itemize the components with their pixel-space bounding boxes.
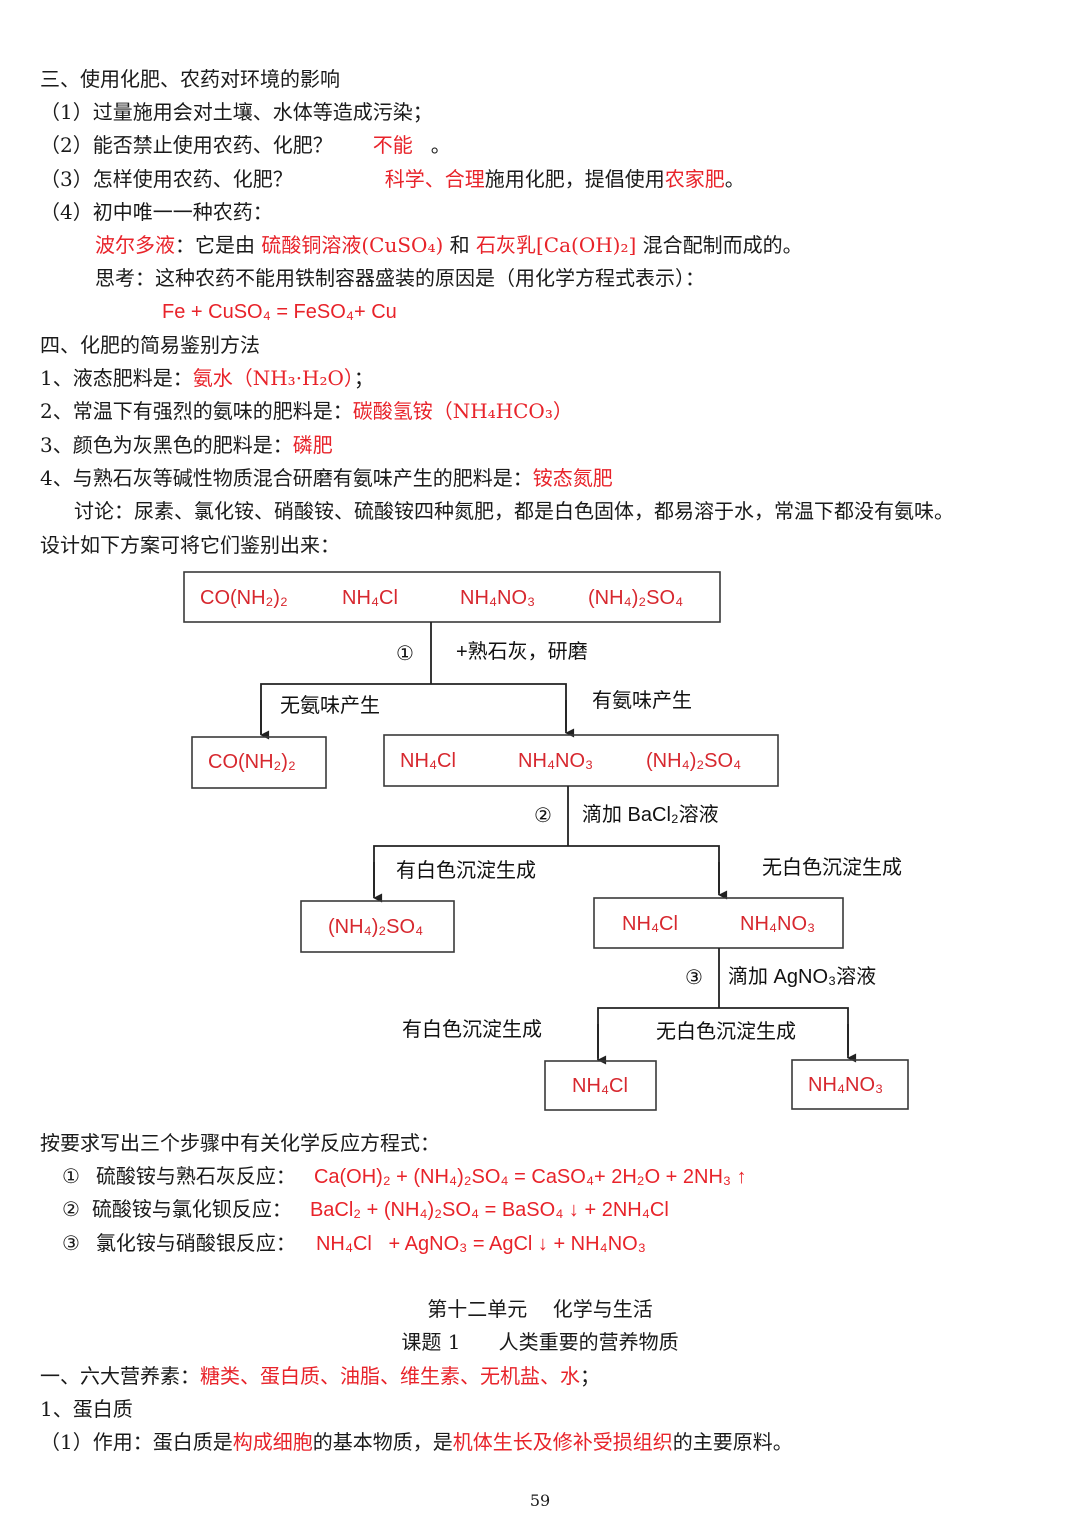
box-sulfate-label: (NH₄)₂SO₄ [328,916,423,938]
section4-item2: 2、常温下有强烈的氨味的肥料是：碳酸氢铵（NH₄HCO₃） [40,398,573,424]
role-answer-1: 构成细胞 [232,1430,313,1454]
reaction-1-label: 硫酸铵与熟石灰反应： [95,1164,296,1188]
mid-ammonium-nitrate: NH₄NO₃ [518,750,593,772]
reaction-3-number: ③ [62,1231,80,1255]
item3-label: 3、颜色为灰黑色的肥料是： [40,433,293,457]
nutrients-line: 一、六大营养素：糖类、蛋白质、油脂、维生素、无机盐、水； [40,1363,600,1389]
box-urea [191,736,327,789]
section4-heading: 四、化肥的简易鉴别方法 [40,333,260,357]
item1-label: 1、液态肥料是： [40,366,193,390]
item2-answer: 碳酸氢铵（NH₄HCO₃） [352,399,573,423]
reaction-3-equation: NH₄Cl + AgNO₃ = AgCl ↓ + NH₄NO₃ [315,1233,646,1255]
section3-q3: （3）怎样使用农药、化肥？ 科学、合理施用化肥，提倡使用农家肥。 [40,166,745,192]
nutrients-end: ； [580,1364,600,1388]
bordeaux-t1: ：它是由 [175,233,262,257]
nutrients-label: 一、六大营养素： [40,1364,200,1388]
label-no-white-ppt-1: 无白色沉淀生成 [762,856,902,879]
iron-copper-equation: Fe + CuSO₄ = FeSO₄+ Cu [162,301,397,323]
box-three-salts [383,734,779,787]
reaction-2-number: ② [62,1197,80,1221]
box-chloride-label: NH₄Cl [572,1075,628,1097]
box-sulfate [300,900,455,953]
q3-answer-2: 合理 [444,167,485,191]
think-question: 思考：这种农药不能用铁制容器盛装的原因是（用化学方程式表示）： [95,266,705,290]
top-ammonium-nitrate: NH₄NO₃ [460,587,535,609]
section3-q1: （1）过量施用会对土壤、水体等造成污染； [40,100,433,124]
pair-ammonium-nitrate: NH₄NO₃ [740,913,815,935]
reaction-2-label: 硫酸铵与氯化钡反应： [91,1197,292,1221]
role-answer-2: 机体生长及修补受损组织 [452,1430,673,1454]
top-ammonium-chloride: NH₄Cl [342,587,398,609]
protein-heading: 1、蛋白质 [40,1397,133,1421]
box-urea-label: CO(NH₂)₂ [208,751,296,773]
section4-item1: 1、液态肥料是：氨水（NH₃·H₂O）； [40,365,374,391]
box-chloride [544,1060,657,1111]
pair-ammonium-chloride: NH₄Cl [622,913,678,935]
box-nitrate-label: NH₄NO₃ [808,1074,883,1096]
bordeaux-component-1: 硫酸铜溶液(CuSO₄) [261,233,444,257]
step1-number: ① [396,643,414,665]
reaction-1-equation: Ca(OH)₂ + (NH₄)₂SO₄ = CaSO₄+ 2H₂O + 2NH₃… [313,1166,747,1188]
step3-number: ③ [685,967,703,989]
box-nitrate [791,1059,909,1110]
reaction-1-number: ① [62,1164,80,1188]
protein-role: （1）作用：蛋白质是构成细胞的基本物质，是机体生长及修补受损组织的主要原料。 [40,1429,793,1455]
label-white-ppt-2: 有白色沉淀生成 [402,1018,542,1041]
design-intro: 设计如下方案可将它们鉴别出来： [40,533,340,557]
top-urea: CO(NH₂)₂ [200,587,288,609]
q2-label: （2）能否禁止使用农药、化肥？ [40,133,333,157]
top-box [183,571,721,623]
q3-answer-1: 科学 [384,167,425,191]
reaction-3-label: 氯化铵与硝酸银反应： [95,1231,296,1255]
q2-answer: 不能 [372,133,413,157]
bordeaux-t3: 混合配制而成的。 [636,233,803,257]
section3-heading: 三、使用化肥、农药对环境的影响 [40,67,340,91]
bordeaux-component-2: 石灰乳[Ca(OH)₂] [475,233,637,257]
step2-text: 滴加 BaCl₂溶液 [582,803,719,826]
role-label: （1）作用：蛋白质是 [40,1430,233,1454]
label-white-ppt-1: 有白色沉淀生成 [396,859,536,882]
section4-item3: 3、颜色为灰黑色的肥料是：磷肥 [40,432,333,458]
label-has-ammonia: 有氨味产生 [592,689,692,712]
q2-end: 。 [430,133,451,157]
reaction-1: ① 硫酸铵与熟石灰反应： Ca(OH)₂ + (NH₄)₂SO₄ = CaSO₄+ … [62,1163,747,1190]
q3-label: （3）怎样使用农药、化肥？ [40,167,293,191]
discussion: 讨论：尿素、氯化铵、硝酸铵、硫酸铵四种氮肥，都是白色固体，都易溶于水，常温下都没… [74,499,954,523]
section4-item4: 4、与熟石灰等碱性物质混合研磨有氨味产生的肥料是：铵态氮肥 [40,465,613,491]
item1-answer: 氨水（NH₃·H₂O） [192,366,354,390]
top-ammonium-sulfate: (NH₄)₂SO₄ [588,587,683,609]
q3-answer-3: 农家肥 [664,167,725,191]
reaction-3: ③ 氯化铵与硝酸银反应： NH₄Cl + AgNO₃ = AgCl ↓ + NH₄N… [62,1230,646,1257]
mid-ammonium-chloride: NH₄Cl [400,750,456,772]
item4-label: 4、与熟石灰等碱性物质混合研磨有氨味产生的肥料是： [40,466,533,490]
q3-sep: 、 [424,167,445,191]
step2-number: ② [534,805,552,827]
q3-end: 。 [724,167,745,191]
reactions-intro: 按要求写出三个步骤中有关化学反应方程式： [40,1131,440,1155]
label-no-white-ppt-2: 无白色沉淀生成 [656,1020,796,1043]
step3-text: 滴加 AgNO₃溶液 [728,965,876,988]
role-end: 的主要原料。 [672,1430,793,1454]
item2-label: 2、常温下有强烈的氨味的肥料是： [40,399,353,423]
item1-end: ； [353,366,374,390]
bordeaux-name: 波尔多液 [95,233,175,257]
item4-answer: 铵态氮肥 [532,466,613,490]
mid-ammonium-sulfate: (NH₄)₂SO₄ [646,750,741,772]
section3-q4: （4）初中唯一一种农药： [40,200,273,224]
lesson-title: 课题 1 人类重要的营养物质 [401,1330,679,1354]
bordeaux-line: 波尔多液：它是由 硫酸铜溶液(CuSO₄) 和 石灰乳[Ca(OH)₂] 混合配… [95,232,803,258]
role-mid: 的基本物质，是 [312,1430,453,1454]
bordeaux-t2: 和 [443,233,476,257]
item3-answer: 磷肥 [292,433,333,457]
section3-q2: （2）能否禁止使用农药、化肥？ 不能。 [40,132,451,158]
step1-text: +熟石灰，研磨 [456,640,588,663]
unit12-title: 第十二单元 化学与生活 [427,1297,653,1321]
q3-mid: 施用化肥，提倡使用 [484,167,665,191]
nutrients-list: 糖类、蛋白质、油脂、维生素、无机盐、水 [200,1364,580,1388]
label-no-ammonia: 无氨味产生 [280,694,380,717]
reaction-2: ② 硫酸铵与氯化钡反应： BaCl₂ + (NH₄)₂SO₄ = BaSO₄ ↓ +… [62,1196,669,1223]
reaction-2-equation: BaCl₂ + (NH₄)₂SO₄ = BaSO₄ ↓ + 2NH₄Cl [309,1199,669,1221]
page-number: 59 [529,1491,551,1510]
